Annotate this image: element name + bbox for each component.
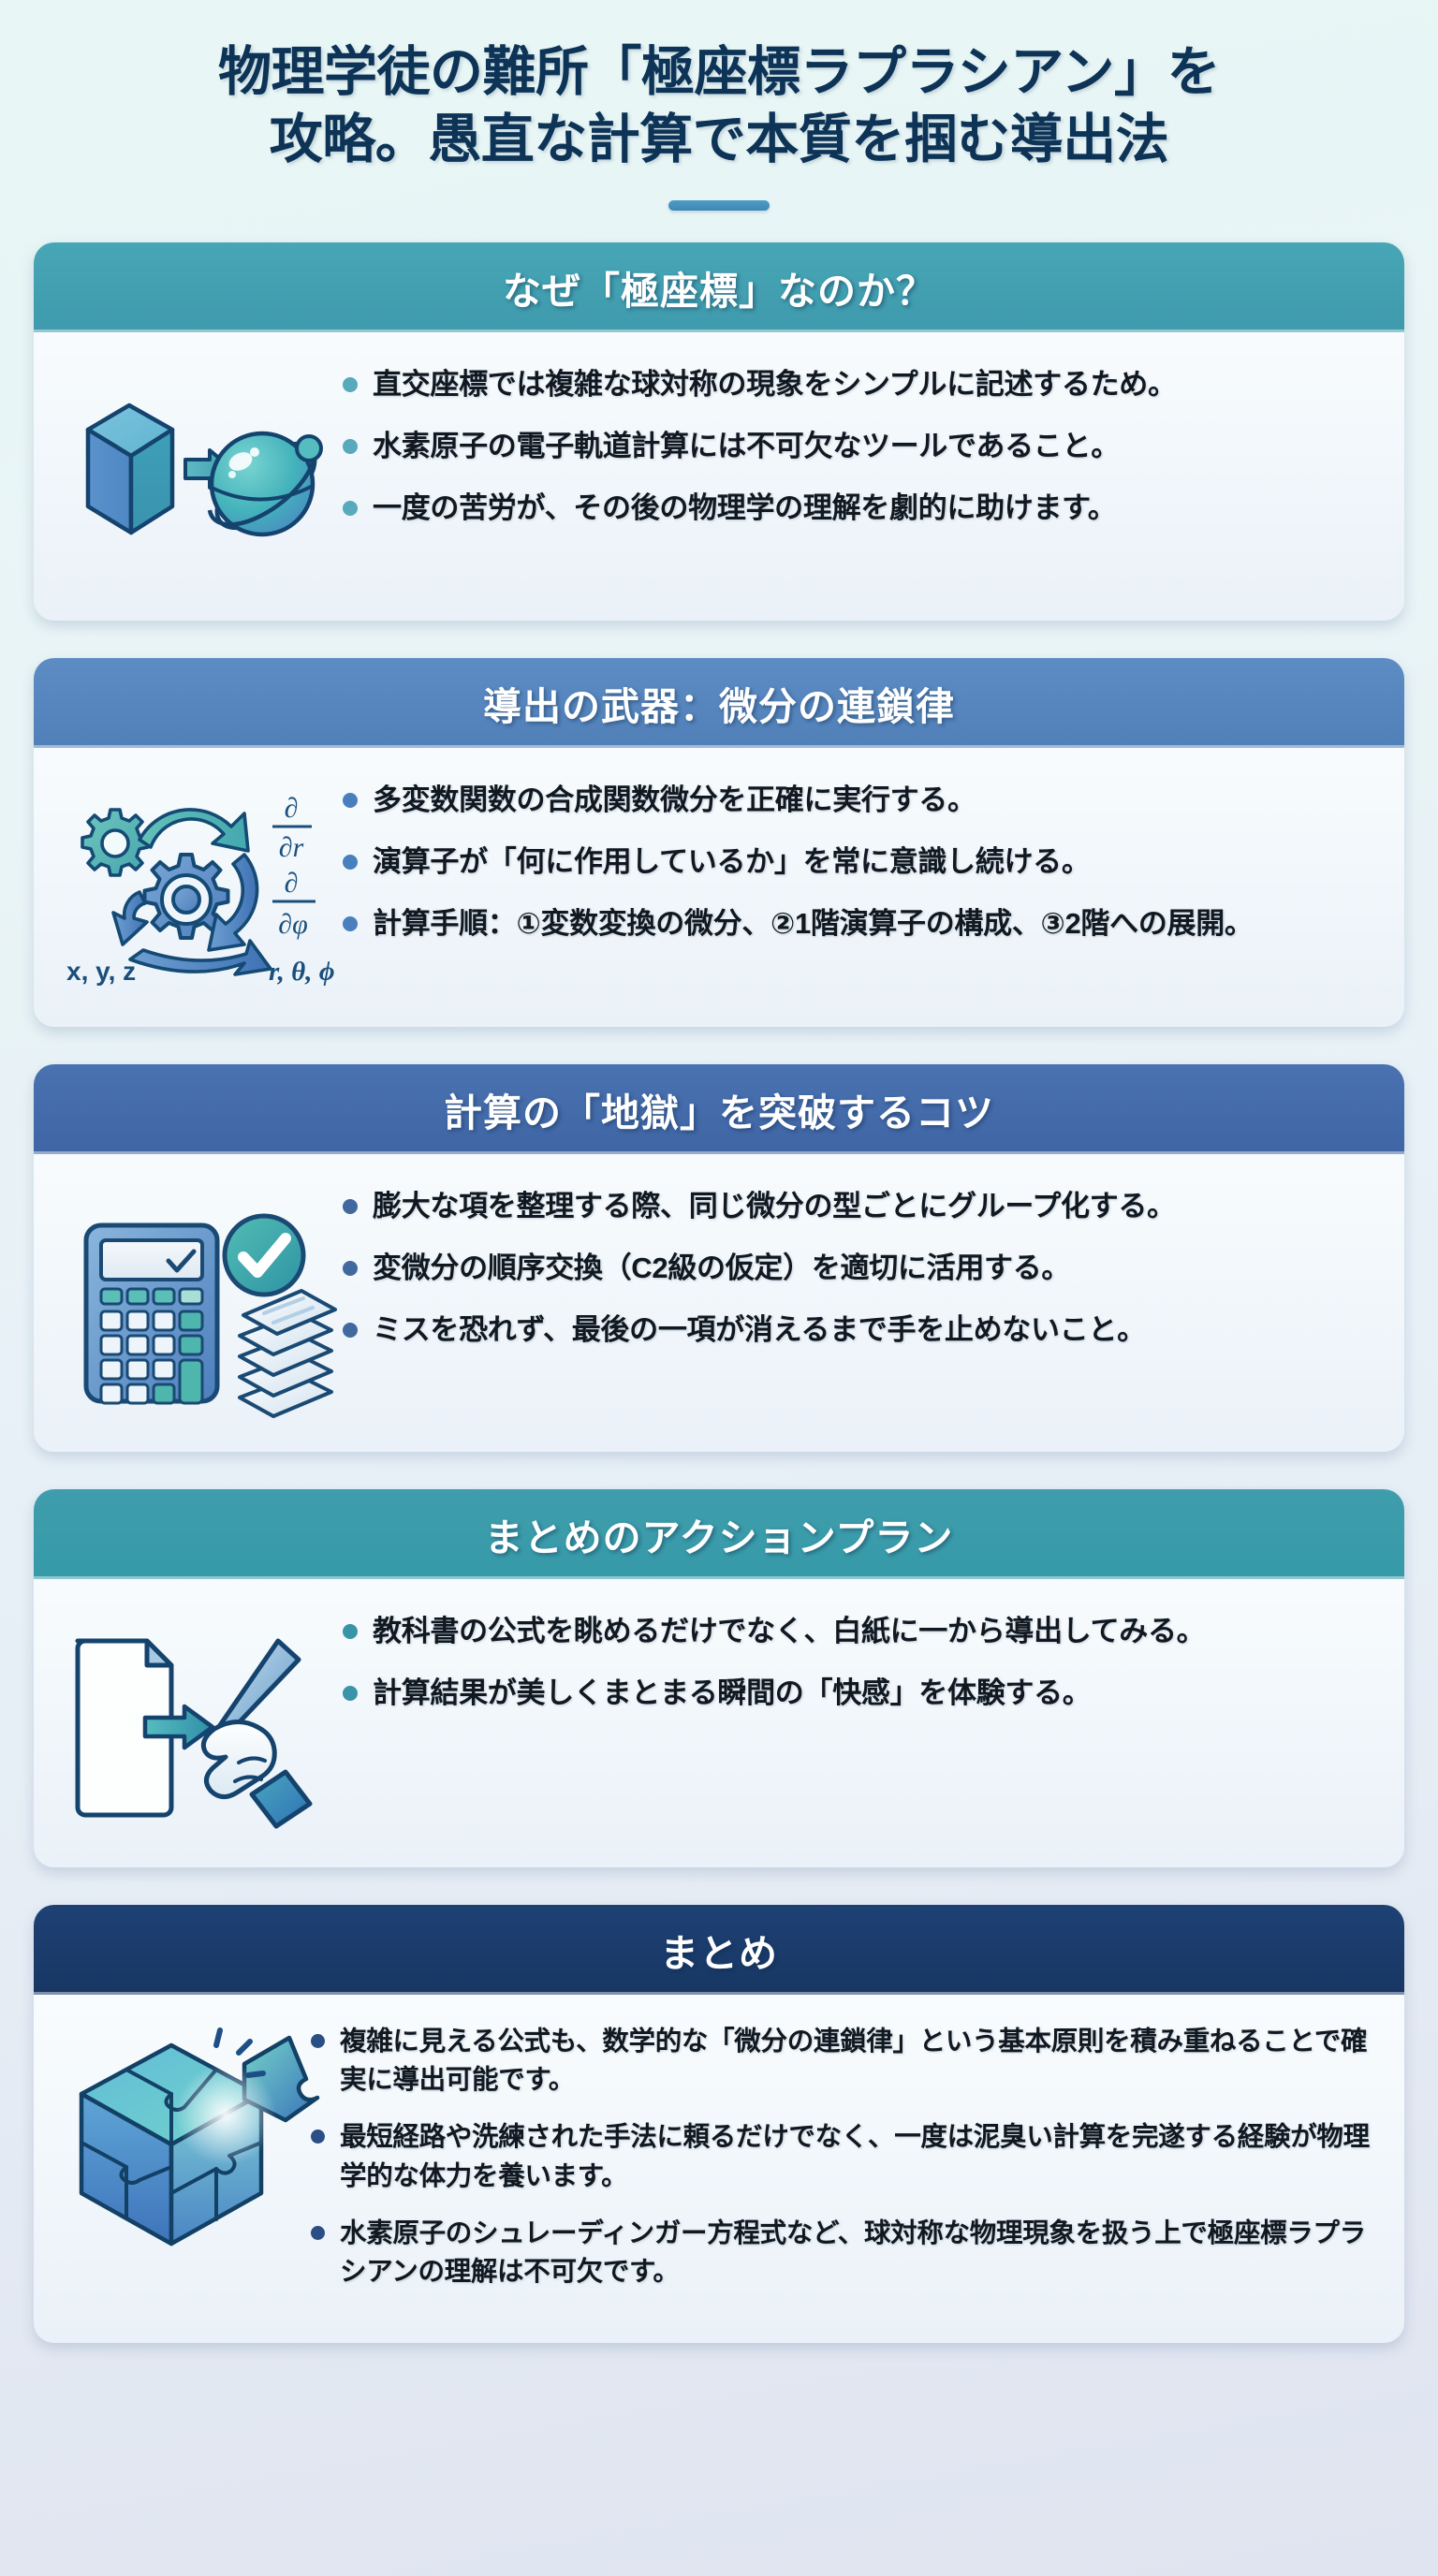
list-item: 計算手順：①変数変換の微分、②1階演算子の構成、③2階への展開。 <box>343 903 1372 944</box>
calculator-papers-check-icon <box>83 1213 337 1418</box>
gears-chain-rule-icon: x, y, z r, θ, ϕ ∂ ∂r ∂ ∂φ <box>66 793 335 987</box>
puzzle-cube-icon <box>79 2027 320 2246</box>
icon-label-from: x, y, z <box>66 957 136 986</box>
card-why-polar: なぜ「極座標」なのか？ <box>34 242 1404 621</box>
bullet-text: 計算結果が美しくまとまる瞬間の「快感」を体験する。 <box>373 1676 1092 1709</box>
bullet-dot-icon <box>311 2033 325 2048</box>
list-item: 一度の苦労が、その後の物理学の理解を劇的に助けます。 <box>343 488 1372 529</box>
card-heading: なぜ「極座標」なのか？ <box>503 269 935 313</box>
bullet-text: 計算手順：①変数変換の微分、②1階演算子の構成、③2階への展開。 <box>373 907 1254 941</box>
bullet-dot-icon <box>343 854 358 870</box>
bullet-dot-icon <box>343 1323 358 1339</box>
icon-frac2-denominator: ∂φ <box>278 909 307 940</box>
list-item: 複雑に見える公式も、数学的な「微分の連鎖律」という基本原則を積み重ねることで確実… <box>311 2023 1376 2100</box>
bullet-dot-icon <box>311 2225 325 2240</box>
bullet-text: 複雑に見える公式も、数学的な「微分の連鎖律」という基本原則を積み重ねることで確実… <box>340 2026 1368 2095</box>
bullet-list-action-plan: 教科書の公式を眺めるだけでなく、白紙に一から導出してみる。 計算結果が美しくまと… <box>343 1607 1372 1715</box>
page-header: 物理学徒の難所「極座標ラプラシアン」を 攻略。愚直な計算で本質を掴む導出法 <box>0 0 1438 211</box>
icon-gears-chain-rule: x, y, z r, θ, ϕ ∂ ∂r ∂ ∂φ <box>56 776 337 991</box>
bullet-dot-icon <box>343 1623 358 1639</box>
bullet-text: 膨大な項を整理する際、同じ微分の型ごとにグループ化する。 <box>373 1189 1176 1222</box>
page-title-line-1: 物理学徒の難所「極座標ラプラシアン」を <box>217 42 1221 102</box>
list-item: 膨大な項を整理する際、同じ微分の型ごとにグループ化する。 <box>343 1186 1372 1227</box>
list-item: 教科書の公式を眺めるだけでなく、白紙に一から導出してみる。 <box>343 1611 1372 1652</box>
icon-cube-to-sphere <box>56 360 337 585</box>
bullet-dot-icon <box>343 1685 358 1701</box>
bullet-text: 直交座標では複雑な球対称の現象をシンプルに記述するため。 <box>373 367 1177 401</box>
bullet-text: 多変数関数の合成関数微分を正確に実行する。 <box>373 783 976 816</box>
card-calc-hell: 計算の「地獄」を突破するコツ <box>34 1063 1404 1452</box>
bullet-dot-icon <box>343 1260 358 1276</box>
card-header-action-plan: まとめのアクションプラン <box>34 1488 1404 1579</box>
page-title-line-2: 攻略。愚直な計算で本質を掴む導出法 <box>269 109 1169 169</box>
card-heading: まとめ <box>660 1931 778 1975</box>
card-header-why-polar: なぜ「極座標」なのか？ <box>34 242 1404 332</box>
bullet-text: 最短経路や洗練された手法に頼るだけでなく、一度は泥臭い計算を完遂する経験が物理学… <box>340 2122 1370 2191</box>
bullet-list-why-polar: 直交座標では複雑な球対称の現象をシンプルに記述するため。 水素原子の電子軌道計算… <box>343 360 1372 530</box>
bullet-text: 演算子が「何に作用しているか」を常に意識し続ける。 <box>373 844 1091 878</box>
list-item: ミスを恐れず、最後の一項が消えるまで手を止めないこと。 <box>343 1310 1372 1351</box>
card-heading: 導出の武器：微分の連鎖律 <box>483 684 955 728</box>
bullet-dot-icon <box>343 916 358 932</box>
bullet-dot-icon <box>343 501 358 517</box>
card-heading: 計算の「地獄」を突破するコツ <box>444 1090 994 1134</box>
cube-to-sphere-icon <box>85 402 323 536</box>
card-header-chain-rule: 導出の武器：微分の連鎖律 <box>34 657 1404 748</box>
card-summary: まとめ <box>34 1904 1404 2343</box>
card-header-summary: まとめ <box>34 1904 1404 1995</box>
list-item: 最短経路や洗練された手法に頼るだけでなく、一度は泥臭い計算を完遂する経験が物理学… <box>311 2118 1376 2196</box>
icon-paper-hand-pen <box>56 1607 337 1832</box>
icon-puzzle-cube <box>51 2019 320 2262</box>
list-item: 多変数関数の合成関数微分を正確に実行する。 <box>343 780 1372 821</box>
icon-label-to: r, θ, ϕ <box>269 957 335 987</box>
bullet-dot-icon <box>343 438 358 454</box>
card-chain-rule: 導出の武器：微分の連鎖律 <box>34 657 1404 1027</box>
card-header-calc-hell: 計算の「地獄」を突破するコツ <box>34 1063 1404 1154</box>
bullet-list-calc-hell: 膨大な項を整理する際、同じ微分の型ごとにグループ化する。 変微分の順序交換（C2… <box>343 1182 1372 1352</box>
bullet-text: 変微分の順序交換（C2級の仮定）を適切に活用する。 <box>373 1251 1071 1284</box>
icon-calculator-papers <box>56 1182 337 1418</box>
paper-hand-pen-icon <box>75 1638 313 1829</box>
icon-frac2-numerator: ∂ <box>285 868 299 899</box>
list-item: 直交座標では複雑な球対称の現象をシンプルに記述するため。 <box>343 364 1372 405</box>
bullet-text: 教科書の公式を眺めるだけでなく、白紙に一から導出してみる。 <box>373 1614 1206 1647</box>
card-action-plan: まとめのアクションプラン <box>34 1488 1404 1867</box>
bullet-text: 水素原子の電子軌道計算には不可欠なツールであること。 <box>373 429 1120 462</box>
card-list: なぜ「極座標」なのか？ <box>0 211 1438 2380</box>
bullet-list-summary: 複雑に見える公式も、数学的な「微分の連鎖律」という基本原則を積み重ねることで確実… <box>311 2019 1376 2311</box>
list-item: 水素原子のシュレーディンガー方程式など、球対称な物理現象を扱う上で極座標ラプラシ… <box>311 2215 1376 2292</box>
list-item: 演算子が「何に作用しているか」を常に意識し続ける。 <box>343 842 1372 883</box>
bullet-text: ミスを恐れず、最後の一項が消えるまで手を止めないこと。 <box>373 1313 1146 1347</box>
bullet-dot-icon <box>311 2130 325 2144</box>
card-heading: まとめのアクションプラン <box>484 1515 954 1559</box>
title-divider-rule <box>668 199 770 211</box>
bullet-text: 一度の苦労が、その後の物理学の理解を劇的に助けます。 <box>373 491 1117 525</box>
bullet-list-chain-rule: 多変数関数の合成関数微分を正確に実行する。 演算子が「何に作用しているか」を常に… <box>343 776 1372 945</box>
bullet-text: 水素原子のシュレーディンガー方程式など、球対称な物理現象を扱う上で極座標ラプラシ… <box>340 2217 1366 2288</box>
list-item: 水素原子の電子軌道計算には不可欠なツールであること。 <box>343 426 1372 467</box>
list-item: 変微分の順序交換（C2級の仮定）を適切に活用する。 <box>343 1248 1372 1289</box>
bullet-dot-icon <box>343 792 358 808</box>
icon-frac1-denominator: ∂r <box>279 832 304 863</box>
bullet-dot-icon <box>343 376 358 392</box>
list-item: 計算結果が美しくまとまる瞬間の「快感」を体験する。 <box>343 1673 1372 1714</box>
icon-frac1-numerator: ∂ <box>285 793 299 824</box>
bullet-dot-icon <box>343 1198 358 1214</box>
